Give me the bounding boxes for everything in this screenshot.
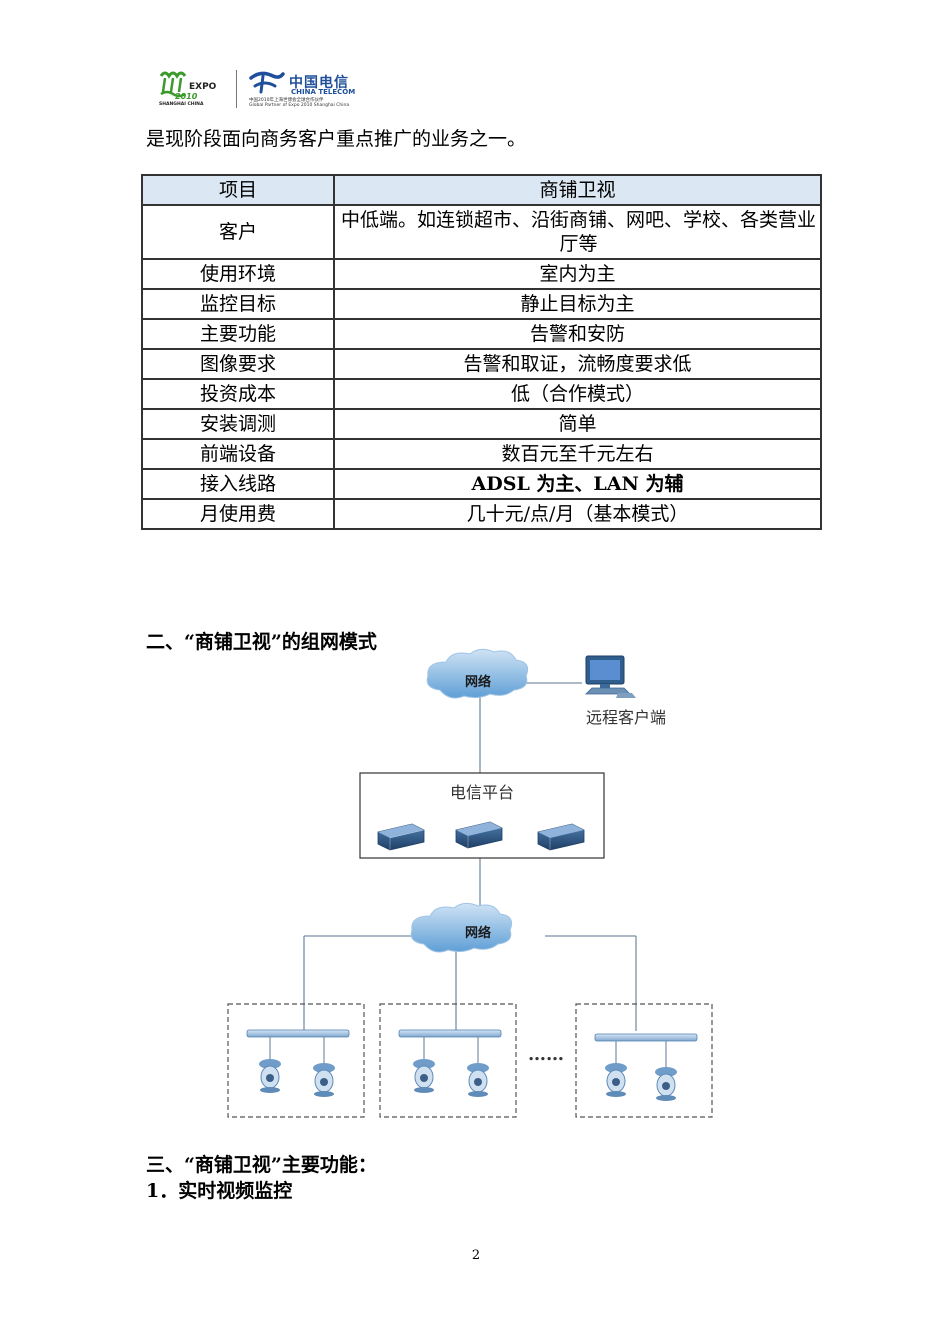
cloud-top-label: 网络 [465,674,491,690]
table-row: 图像要求 告警和取证，流畅度要求低 [141,348,822,380]
server-icon [455,821,503,849]
expo-year: 2010 [175,92,198,101]
section-3-heading: 三、“商铺卫视”主要功能： [146,1154,377,1176]
table-header-item: 项目 [141,174,335,206]
network-cloud-bottom: 网络 [410,902,513,953]
remote-client-label: 远程客户端 [586,708,666,727]
remote-client-computer-icon [585,655,636,698]
camera-icon [605,1063,627,1097]
table-cell-item: 投资成本 [141,378,335,410]
keyboard-extra [616,693,636,698]
ct-name-en: CHINA TELECOM [291,88,356,96]
table-cell-value: 简单 [333,408,822,440]
switch-bar [246,1029,350,1038]
header-logos: EXPO 2010 SHANGHAI CHINA 中国电信 CHINA TELE… [155,66,395,110]
ct-tagline-cn: 中国2010年上海世博会全球合作伙伴 [249,98,324,103]
table-cell-value: 数百元至千元左右 [333,438,822,470]
keyboard-icon [585,687,631,695]
table-cell-item: 主要功能 [141,318,335,350]
shop-site-3 [575,1003,713,1118]
table-cell-value: 告警和安防 [333,318,822,350]
table-row: 客户 中低端。如连锁超市、沿街商铺、网吧、学校、各类营业厅等 [141,204,822,260]
camera-icon [467,1063,489,1097]
table-cell-item: 使用环境 [141,258,335,290]
table-cell-item: 监控目标 [141,288,335,320]
service-comparison-table: 项目 商铺卫视 客户 中低端。如连锁超市、沿街商铺、网吧、学校、各类营业厅等 使… [141,174,822,530]
table-cell-item: 安装调测 [141,408,335,440]
table-cell-item: 图像要求 [141,348,335,380]
table-row: 前端设备 数百元至千元左右 [141,438,822,470]
table-row: 主要功能 告警和安防 [141,318,822,350]
table-cell-value: 几十元/点/月（基本模式） [333,498,822,530]
china-telecom-mark-icon [249,71,285,94]
sites-ellipsis: …… [528,1044,564,1065]
site-boundary [227,1003,365,1118]
table-cell-item: 接入线路 [141,468,335,500]
table-row: 接入线路 ADSL 为主、LAN 为辅 [141,468,822,500]
table-cell-item: 客户 [141,204,335,260]
cloud-shape-icon [426,648,529,699]
ct-name-cn: 中国电信 [289,75,349,91]
table-cell-item: 前端设备 [141,438,335,470]
site-boundary [379,1003,517,1118]
camera-icon [413,1059,435,1093]
china-telecom-logo: 中国电信 CHINA TELECOM 中国2010年上海世博会全球合作伙伴 Gl… [249,68,389,108]
table-cell-value: ADSL 为主、LAN 为辅 [333,468,822,500]
table-row: 使用环境 室内为主 [141,258,822,290]
table-cell-value: 中低端。如连锁超市、沿街商铺、网吧、学校、各类营业厅等 [333,204,822,260]
telecom-platform: 电信平台 [359,772,605,859]
server-icon [537,823,585,851]
table-cell-item: 月使用费 [141,498,335,530]
camera-icon [313,1063,335,1097]
network-cloud-top: 网络 [426,648,529,699]
cloud-bottom-label: 网络 [465,925,491,941]
expo-text: EXPO [189,82,217,92]
intro-paragraph: 是现阶段面向商务客户重点推广的业务之一。 [146,128,527,150]
expo-logo: EXPO 2010 SHANGHAI CHINA [155,68,225,108]
page-number: 2 [471,1248,481,1263]
platform-label: 电信平台 [450,783,514,802]
table-row: 月使用费 几十元/点/月（基本模式） [141,498,822,530]
ct-tagline-en: Global Partner of Expo 2010 Shanghai Chi… [249,103,350,108]
table-row: 监控目标 静止目标为主 [141,288,822,320]
section-2-heading: 二、“商铺卫视”的组网模式 [146,631,377,653]
server-icon [377,823,425,851]
table-header-value: 商铺卫视 [333,174,822,206]
expo-city: SHANGHAI CHINA [159,102,204,107]
expo-logo-mark-icon [159,71,187,98]
table-cell-value: 室内为主 [333,258,822,290]
table-row: 投资成本 低（合作模式） [141,378,822,410]
table-cell-value: 告警和取证，流畅度要求低 [333,348,822,380]
monitor-stand [600,684,610,689]
section-3-item-1: 1．实时视频监控 [146,1180,293,1202]
shop-site-2 [379,1003,517,1118]
camera-icon [655,1067,677,1101]
table-cell-value: 低（合作模式） [333,378,822,410]
shop-site-1 [227,1003,365,1118]
switch-bar [398,1029,502,1038]
cloud-shape-icon [410,902,513,953]
switch-bar [594,1033,698,1042]
table-row: 安装调测 简单 [141,408,822,440]
camera-icon [259,1059,281,1093]
site-boundary [575,1003,713,1118]
table-header-row: 项目 商铺卫视 [141,174,822,206]
table-cell-value: 静止目标为主 [333,288,822,320]
monitor-screen [590,660,620,680]
header-divider [236,70,237,108]
